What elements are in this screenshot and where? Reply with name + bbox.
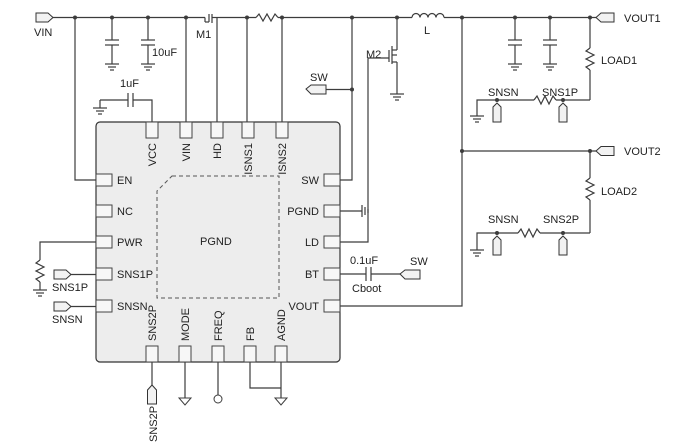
bottom-pins: SNS2P MODE FREQ FB AGND — [145, 305, 288, 363]
pin-fb — [243, 345, 257, 363]
pin-nc — [95, 204, 113, 218]
sense-network-1: SNSN SNS1P — [470, 87, 590, 123]
pin-label-sw: SW — [301, 175, 319, 187]
pin-label-agnd: AGND — [276, 309, 288, 341]
c-in-label: 10uF — [152, 47, 177, 59]
vout2-label: VOUT2 — [624, 146, 661, 158]
pin-label-hd: HD — [212, 143, 224, 159]
sw-port-flag-top — [305, 84, 327, 95]
vin-port-flag — [35, 12, 54, 23]
vout1-label: VOUT1 — [624, 13, 661, 25]
pin-sns2p — [145, 345, 159, 363]
pin-label-ld: LD — [305, 237, 319, 249]
pin-label-sns1p: SNS1P — [117, 269, 153, 281]
isns-resistor-icon — [255, 12, 279, 23]
pin-freq — [211, 345, 225, 363]
snsn-port-flag — [53, 301, 72, 312]
load2: LOAD2 — [584, 151, 637, 233]
pin-isns1 — [241, 121, 255, 139]
inductor-label: L — [424, 25, 430, 37]
pin-ld — [323, 235, 341, 249]
pin-label-nc: NC — [117, 206, 133, 218]
pin-label-freq: FREQ — [213, 310, 225, 341]
output-caps — [508, 17, 557, 71]
pin-en — [95, 173, 113, 187]
right-pins: SW PGND LD BT VOUT — [287, 173, 341, 313]
load1-label: LOAD1 — [601, 55, 637, 67]
sense1-snsn: SNSN — [488, 87, 519, 99]
c-vcc-label: 1uF — [120, 78, 139, 90]
pin-label-mode: MODE — [180, 308, 192, 341]
pin-vin — [179, 121, 193, 139]
sns1p-port-label: SNS1P — [52, 282, 88, 294]
sns2p-port-flag — [147, 384, 157, 405]
c-boot-name: Cboot — [352, 283, 381, 295]
vout1-port-flag — [595, 12, 615, 23]
pin-vout — [323, 299, 341, 313]
boot-cap: 0.1uF Cboot — [340, 255, 400, 295]
load1: LOAD1 — [584, 17, 637, 100]
pin-snsn — [95, 299, 113, 313]
pin-pwr — [95, 235, 113, 249]
sense1-sns1p: SNS1P — [542, 87, 578, 99]
pin-label-vcc: VCC — [147, 143, 159, 166]
m2-mosfet: M2 — [366, 17, 404, 101]
pin-vcc — [145, 121, 159, 139]
snsn-port-label: SNSN — [52, 314, 83, 326]
vout2-port-flag — [595, 146, 615, 156]
c-boot-value: 0.1uF — [350, 255, 378, 267]
vin-label: VIN — [34, 27, 52, 39]
m1-label: M1 — [196, 29, 211, 41]
pin-label-bt: BT — [305, 269, 319, 281]
top-pins: VCC VIN HD ISNS1 ISNS2 — [145, 121, 289, 175]
sense2-snsn: SNSN — [488, 214, 519, 226]
pin-hd — [210, 121, 224, 139]
pin-agnd — [274, 345, 288, 363]
pin-label-vout: VOUT — [288, 301, 319, 313]
pin-bt — [323, 267, 341, 281]
pin-isns2 — [275, 121, 289, 139]
pin-label-snsn: SNSN — [117, 301, 148, 313]
m1-mosfet: M1 — [196, 14, 220, 41]
input-caps: 10uF — [105, 17, 177, 71]
sw-port-flag-boot — [399, 269, 421, 280]
inductor-icon — [411, 12, 445, 18]
pin-sns1p — [95, 267, 113, 281]
pin-label-pgnd: PGND — [287, 206, 319, 218]
pin-sw — [323, 173, 341, 187]
pin-label-fb: FB — [245, 327, 257, 341]
vin-rail: VIN — [34, 12, 205, 39]
sw-boot-label: SW — [410, 256, 428, 268]
load2-label: LOAD2 — [601, 186, 637, 198]
sns2p-port-label: SNS2P — [148, 406, 160, 442]
pin-label-sns2p: SNS2P — [147, 305, 159, 341]
pin-pgnd — [323, 204, 341, 218]
pin-label-vin: VIN — [181, 143, 193, 161]
pin-label-pwr: PWR — [117, 237, 143, 249]
pin-label-isns2: ISNS2 — [277, 143, 289, 175]
sw-top-label: SW — [310, 72, 328, 84]
exposed-pad — [156, 175, 280, 299]
vcc-cap: 1uF — [93, 78, 153, 122]
epad-label: PGND — [200, 236, 232, 248]
pin-mode — [178, 345, 192, 363]
sns1p-port-flag — [53, 269, 72, 280]
pin-label-en: EN — [117, 175, 132, 187]
sense-network-2: SNSN SNS2P — [470, 214, 590, 257]
left-pins: EN NC PWR SNS1P SNSN — [95, 173, 153, 313]
sense2-sns2p: SNS2P — [543, 214, 579, 226]
pin-label-isns1: ISNS1 — [243, 143, 255, 175]
